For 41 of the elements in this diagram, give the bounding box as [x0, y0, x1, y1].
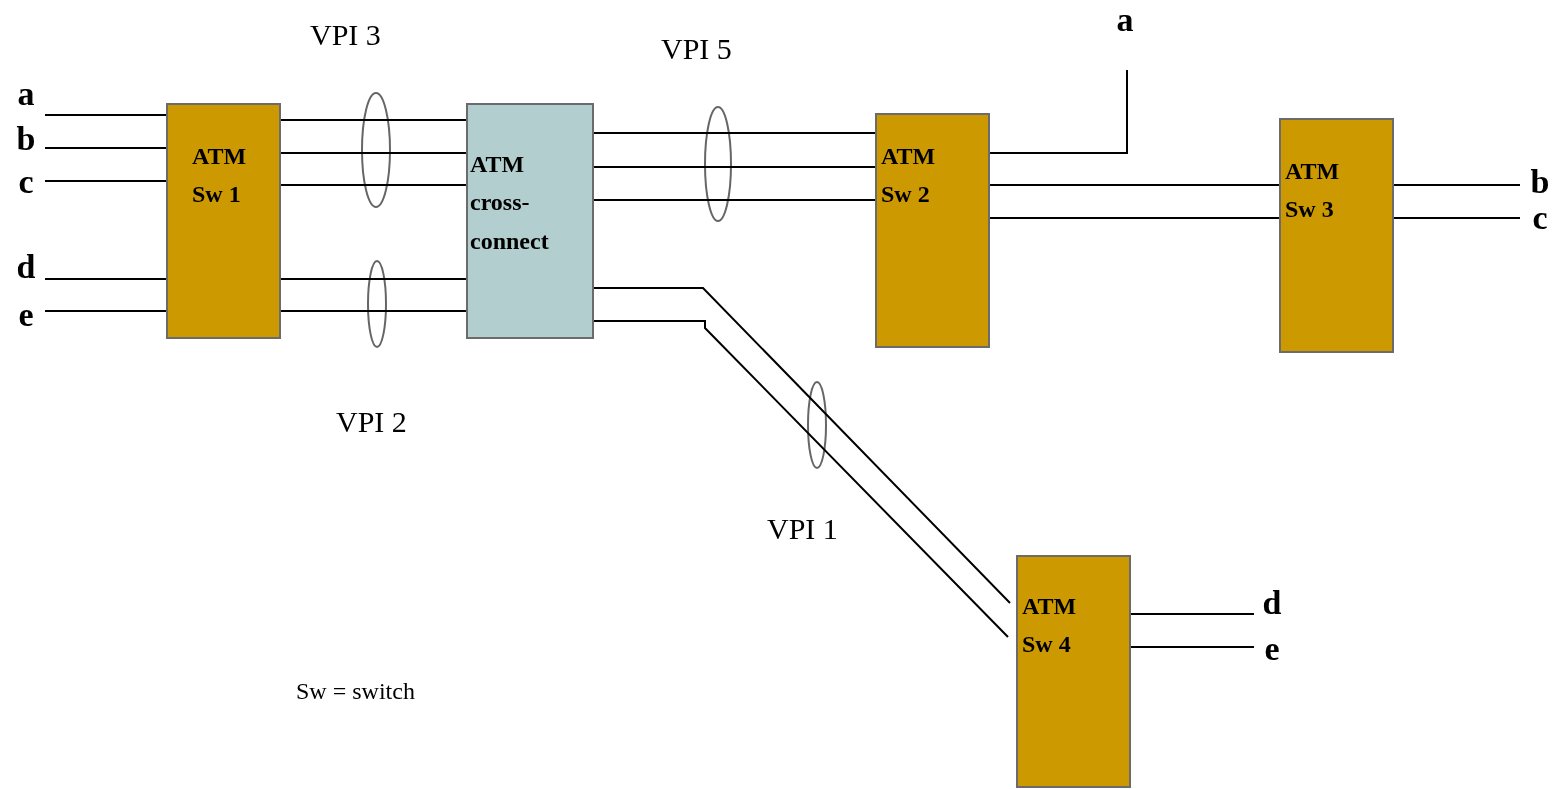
- connection-line: [44, 114, 167, 116]
- connection-line: [1130, 613, 1255, 615]
- connection-line: [1393, 184, 1521, 186]
- connection-line: [44, 180, 167, 182]
- connection-line: [280, 152, 467, 154]
- connection-line: [1130, 646, 1255, 648]
- note-text: Sw = switch: [296, 678, 415, 705]
- cross-connect-box: [466, 103, 594, 339]
- channel-label: b: [10, 117, 42, 161]
- channel-label: a: [1108, 0, 1142, 40]
- connection-line: [593, 132, 876, 134]
- channel-label: e: [10, 293, 42, 337]
- switch-box: [1279, 118, 1394, 353]
- connection-line: [989, 184, 1280, 186]
- vpi-label: VPI 1: [767, 512, 838, 546]
- connection-line: [593, 199, 876, 201]
- switch-box: [1016, 555, 1131, 788]
- connection-line: [44, 278, 167, 280]
- channel-label: d: [1256, 581, 1288, 625]
- connection-line: [1393, 217, 1521, 219]
- connection-line: [44, 147, 167, 149]
- connection-line: [593, 166, 876, 168]
- connection-line: [280, 278, 467, 280]
- connection-line: [280, 119, 467, 121]
- channel-label: c: [10, 160, 42, 204]
- vpi-label: VPI 5: [661, 32, 732, 66]
- switch-box: [875, 113, 990, 348]
- connection-line: [280, 310, 467, 312]
- connection-line: [280, 184, 467, 186]
- connection-line: [593, 320, 1009, 638]
- connection-line: [44, 310, 167, 312]
- vpi-label: VPI 3: [310, 18, 381, 52]
- channel-label: e: [1256, 627, 1288, 671]
- connection-line: [593, 287, 1011, 604]
- connection-line: [989, 217, 1280, 219]
- channel-label: d: [10, 245, 42, 289]
- vpi-label: VPI 2: [336, 405, 407, 439]
- channel-label: a: [10, 72, 42, 116]
- connection-line: [989, 69, 1128, 154]
- switch-box: [166, 103, 281, 339]
- box-label: ATM cross-connect: [470, 150, 550, 256]
